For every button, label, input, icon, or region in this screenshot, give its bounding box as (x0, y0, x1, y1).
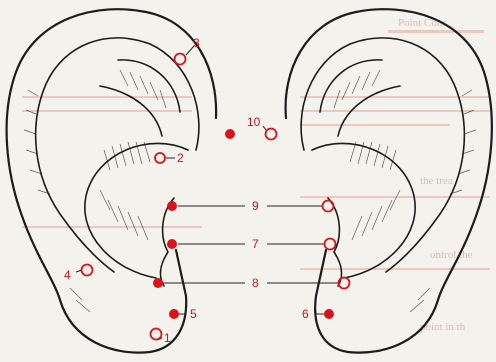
right-ear (286, 9, 492, 352)
point-6-filled (324, 309, 334, 319)
point-3-open (175, 54, 186, 65)
label-8: 8 (252, 276, 259, 290)
point-7-right-open (325, 239, 336, 250)
label-4: 4 (64, 268, 71, 282)
point-4-open (82, 265, 93, 276)
point-5-filled (169, 309, 179, 319)
label-6: 6 (302, 307, 309, 321)
label-5: 5 (190, 307, 197, 321)
point-10-filled (225, 129, 235, 139)
point-7-left-filled (167, 239, 177, 249)
label-3: 3 (193, 36, 200, 50)
label-10: 10 (247, 115, 261, 129)
point-9-left-filled (167, 201, 177, 211)
point-8-left-filled (153, 278, 163, 288)
leader-10 (263, 126, 266, 130)
label-1: 1 (164, 331, 171, 345)
point-9-right-open (323, 201, 334, 212)
bleed-line-1: Point Conc (398, 17, 447, 29)
label-9: 9 (252, 199, 259, 213)
bleed-line-3: ontrol the (430, 249, 473, 261)
right-ear-helix-outline (286, 9, 492, 352)
label-2: 2 (177, 151, 184, 165)
point-10-open (266, 129, 277, 140)
point-2-open (155, 153, 165, 163)
label-7: 7 (252, 237, 259, 251)
bleed-line-2: the trea (420, 175, 453, 187)
point-1-open (151, 329, 162, 340)
